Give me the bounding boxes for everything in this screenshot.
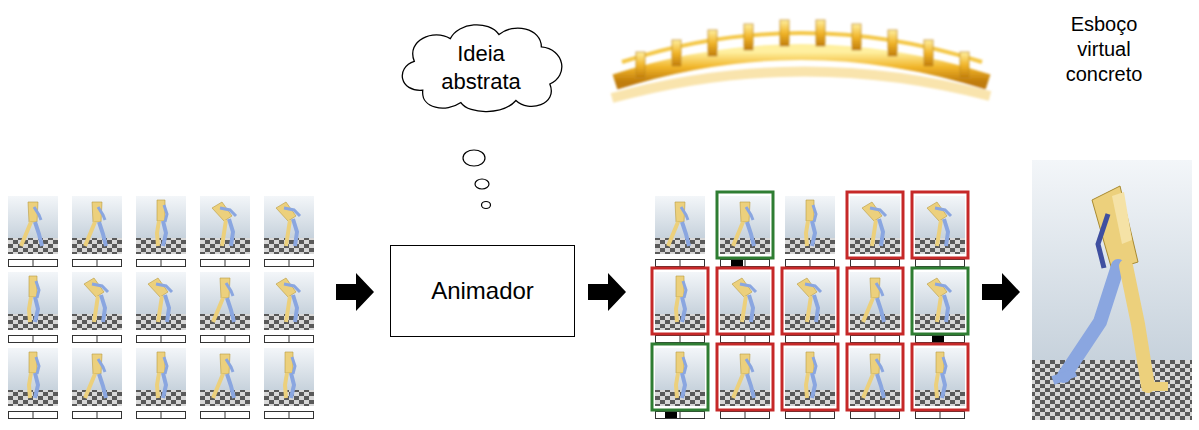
pose-grid: [8, 196, 314, 419]
final-pose: [1032, 160, 1192, 420]
bridge-sketch: [612, 20, 990, 98]
thought-cloud: Ideia abstrata: [391, 18, 571, 117]
cloud-outline: [391, 18, 571, 117]
box-label: Animador: [431, 276, 534, 306]
thought-text: Ideia abstrata: [425, 40, 537, 95]
process-box: Animador: [390, 245, 575, 337]
thought-bubbles: [463, 150, 491, 209]
selected-pose-grid: [652, 192, 968, 419]
result-label: Esboço virtual concreto: [1048, 12, 1160, 87]
